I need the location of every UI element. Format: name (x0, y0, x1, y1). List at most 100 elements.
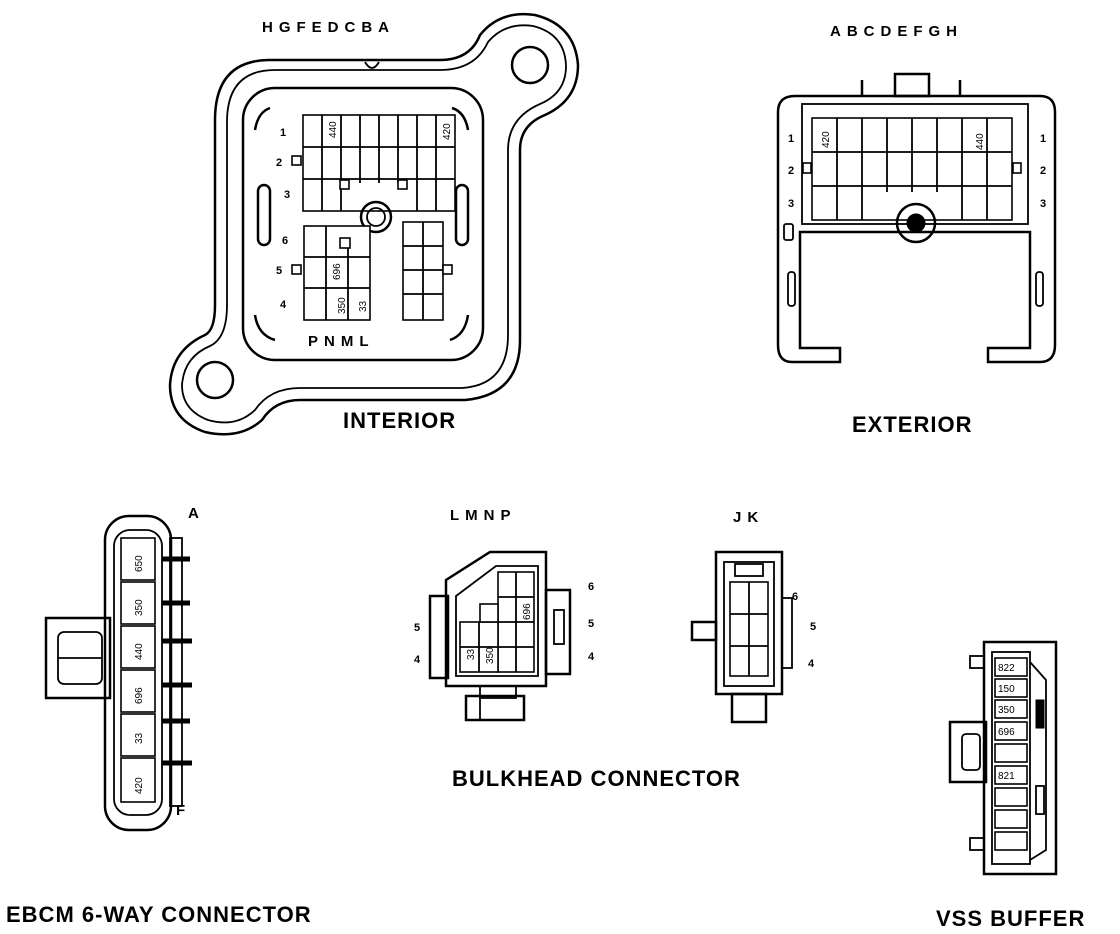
interior-row-1: 1 (280, 127, 286, 139)
bulkhead-title: BULKHEAD CONNECTOR (452, 766, 741, 791)
ebcm-pin-f: F (176, 802, 191, 819)
bulkhead-jk-right-rail (781, 597, 793, 669)
vss-face (991, 651, 1031, 865)
interior-wire-440: 440 (328, 121, 339, 138)
interior-title: INTERIOR (343, 408, 456, 433)
interior-top-letters: HGFEDCBA (262, 19, 395, 36)
interior-wire-696: 696 (332, 263, 343, 280)
vss-wire-696: 696 (998, 727, 1015, 738)
bulkhead-lmnp-housing (444, 550, 548, 688)
ebcm-wire-440: 440 (134, 643, 145, 660)
bulkhead-wire-33: 33 (466, 648, 477, 660)
ebcm-connector: 650 350 440 696 33 420 A F EBCM 6-WAY CO… (6, 505, 312, 927)
exterior-row-2-left: 2 (788, 165, 794, 177)
exterior-wire-420: 420 (821, 131, 832, 148)
bulkhead-jk-connector: 6 5 4 JK (690, 509, 816, 724)
ebcm-body (103, 514, 173, 832)
interior-mount-hole-bottom (195, 360, 235, 400)
bulkhead-lmnp-row-6: 6 (588, 581, 594, 593)
vss-housing (982, 640, 1058, 876)
vss-wire-822: 822 (998, 663, 1015, 674)
ebcm-wire-33: 33 (134, 732, 145, 744)
interior-latch-tl (253, 106, 271, 131)
interior-mount-hole-top (510, 45, 550, 85)
exterior-top-bump (893, 72, 931, 98)
ebcm-wire-leads (162, 537, 192, 807)
bulkhead-lmnp-plug (464, 694, 526, 722)
exterior-cavities (802, 117, 1022, 221)
ebcm-title: EBCM 6-WAY CONNECTOR (6, 902, 312, 927)
bulkhead-lmnp-right-ear (544, 588, 572, 676)
exterior-row-1-left: 1 (788, 133, 794, 145)
interior-row-4: 4 (280, 299, 287, 311)
exterior-row-3-left: 3 (788, 198, 794, 210)
interior-center-hole (366, 207, 386, 227)
exterior-legs (799, 232, 1031, 345)
interior-side-latch-right (454, 183, 470, 247)
bulkhead-jk-cavities (729, 581, 769, 677)
vss-left-tab (948, 720, 988, 784)
exterior-connector: 420 440 1 2 3 1 2 3 ABCDEFGH EXTERIOR (776, 23, 1057, 437)
bulkhead-lmnp-face (455, 565, 539, 677)
interior-row-6: 6 (282, 235, 288, 247)
interior-row-5: 5 (276, 265, 282, 277)
interior-wire-350: 350 (337, 297, 348, 314)
bulkhead-lmnp-left-ear (428, 594, 450, 680)
bulkhead-lmnp-row-5: 5 (588, 618, 594, 630)
vss-cavities (994, 657, 1028, 851)
vss-side-rail (1029, 661, 1047, 861)
bulkhead-lmnp-row-4: 4 (588, 651, 595, 663)
interior-side-latch-left (256, 183, 272, 247)
interior-outer-flange (168, 13, 580, 436)
ebcm-wire-650: 650 (134, 555, 145, 572)
bulkhead-lmnp-letters: LMNP (450, 507, 517, 524)
ebcm-pin-a: A (188, 505, 205, 522)
exterior-row-2-right: 2 (1040, 165, 1046, 177)
vss-wire-350: 350 (998, 705, 1015, 716)
interior-wire-420: 420 (442, 123, 453, 140)
bulkhead-jk-row-4: 4 (808, 658, 815, 670)
interior-lower-left-cavities (291, 225, 371, 321)
ebcm-wire-420: 420 (134, 777, 145, 794)
bulkhead-lmnp-left-4: 4 (414, 654, 421, 666)
interior-row-3: 3 (284, 189, 290, 201)
interior-bottom-letters: PNML (308, 333, 375, 350)
interior-wire-33: 33 (358, 300, 369, 312)
bulkhead-jk-letters: JK (733, 509, 764, 526)
bulkhead-wire-350: 350 (485, 647, 496, 664)
interior-top-cavities (291, 114, 456, 212)
bulkhead-lmnp-left-5: 5 (414, 622, 420, 634)
exterior-key-hole (906, 213, 926, 233)
vss-buffer-connector: 822 150 350 696 821 VSS BUFFER (936, 640, 1085, 931)
exterior-slot-left (787, 271, 796, 307)
bulkhead-jk-face (723, 561, 775, 687)
exterior-row-3-right: 3 (1040, 198, 1046, 210)
exterior-key-boss (895, 202, 937, 244)
ebcm-side-tab (44, 616, 112, 700)
bulkhead-jk-row-5: 5 (810, 621, 816, 633)
bulkhead-lmnp-connector: 33 350 696 6 5 4 5 4 LMNP (414, 507, 595, 722)
interior-center-boss (359, 200, 393, 234)
interior-connector: 440 420 696 350 33 1 2 3 6 5 4 HGFEDCBA … (168, 13, 580, 436)
exterior-wire-440: 440 (975, 133, 986, 150)
interior-latch-bl (253, 314, 276, 342)
bulkhead-jk-plug (730, 692, 768, 724)
interior-latch-br (449, 314, 470, 342)
ebcm-wire-350: 350 (134, 599, 145, 616)
interior-latch-tr (451, 106, 470, 131)
exterior-title: EXTERIOR (852, 412, 972, 437)
bulkhead-jk-left-tab (690, 620, 718, 642)
bulkhead-jk-row-6: 6 (792, 591, 798, 603)
interior-body (241, 86, 485, 362)
interior-inner-flange (181, 24, 567, 424)
bulkhead-lmnp-stem (479, 685, 517, 699)
interior-lower-right-cavities (402, 221, 453, 321)
exterior-row-1-right: 1 (1040, 133, 1046, 145)
vss-title: VSS BUFFER (936, 906, 1085, 931)
bulkhead-lmnp-cavities (459, 571, 535, 673)
exterior-slot-right (1035, 271, 1044, 307)
interior-top-notch (364, 61, 380, 69)
interior-row-2: 2 (276, 157, 282, 169)
ebcm-cavities (120, 537, 156, 803)
